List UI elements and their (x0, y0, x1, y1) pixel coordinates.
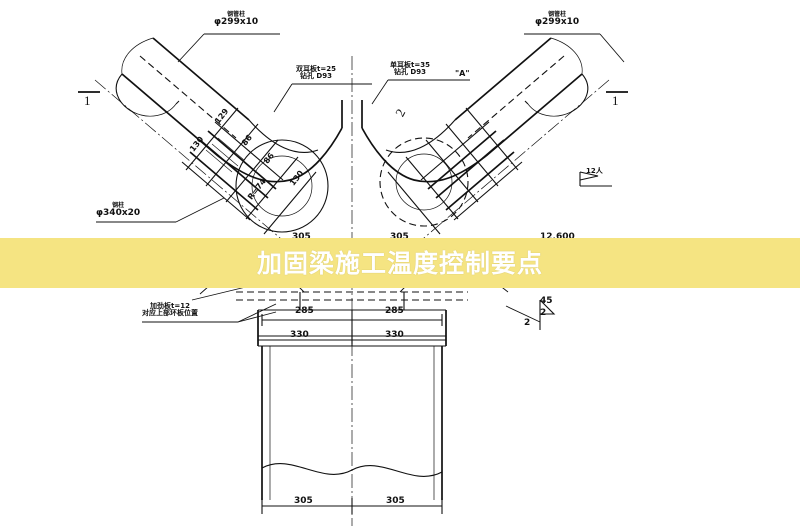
dim-mid-305-right: 305 (390, 232, 409, 242)
label-left-branch: 钢管柱 φ299x10 (214, 11, 259, 28)
label-single-ear-plate: 单耳板t=35 钻孔 D93 (390, 61, 430, 77)
dim-330-right: 330 (385, 330, 404, 340)
right-branch-pipe (403, 37, 610, 256)
title-text: 加固梁施工温度控制要点 (256, 248, 543, 278)
leader-lines (96, 33, 625, 330)
label-double-ear-plate: 双耳板t=25 钻孔 D93 (296, 65, 336, 81)
chamfer-angle: 45 (540, 296, 553, 306)
dim-bottom-305-right: 305 (386, 496, 405, 506)
dim-285-right: 285 (385, 306, 404, 316)
section-mark-left-1: 1 (84, 93, 91, 108)
dim-330-left: 330 (290, 330, 309, 340)
y-crotch-saddle (217, 56, 487, 526)
label-detail-mark-a: "A" (455, 69, 470, 78)
dim-bottom-305-left: 305 (294, 496, 313, 506)
dim-mid-305-left: 305 (292, 232, 311, 242)
label-main-column: 钢柱 φ340x20 (96, 202, 141, 219)
dimension-row-330 (257, 330, 447, 344)
dim-overall-12600: 12,600 (540, 232, 575, 242)
main-column-lower (258, 339, 446, 514)
label-right-branch: 钢管柱 φ299x10 (535, 11, 580, 28)
ear-plate-cluster-right (387, 107, 523, 235)
title-banner: 加固梁施工温度控制要点 (0, 238, 800, 288)
ear-plate-cluster-left (181, 107, 317, 235)
chamfer-leg-left: 2 (524, 318, 531, 328)
section-mark-right-1: 1 (612, 93, 619, 108)
chamfer-leg-right: 2 (540, 308, 547, 318)
weld-flag-label: 12人 (586, 167, 603, 175)
dim-285-left: 285 (295, 306, 314, 316)
label-stiffener: 加劲板t=12 对应上部环板位置 (142, 302, 198, 318)
